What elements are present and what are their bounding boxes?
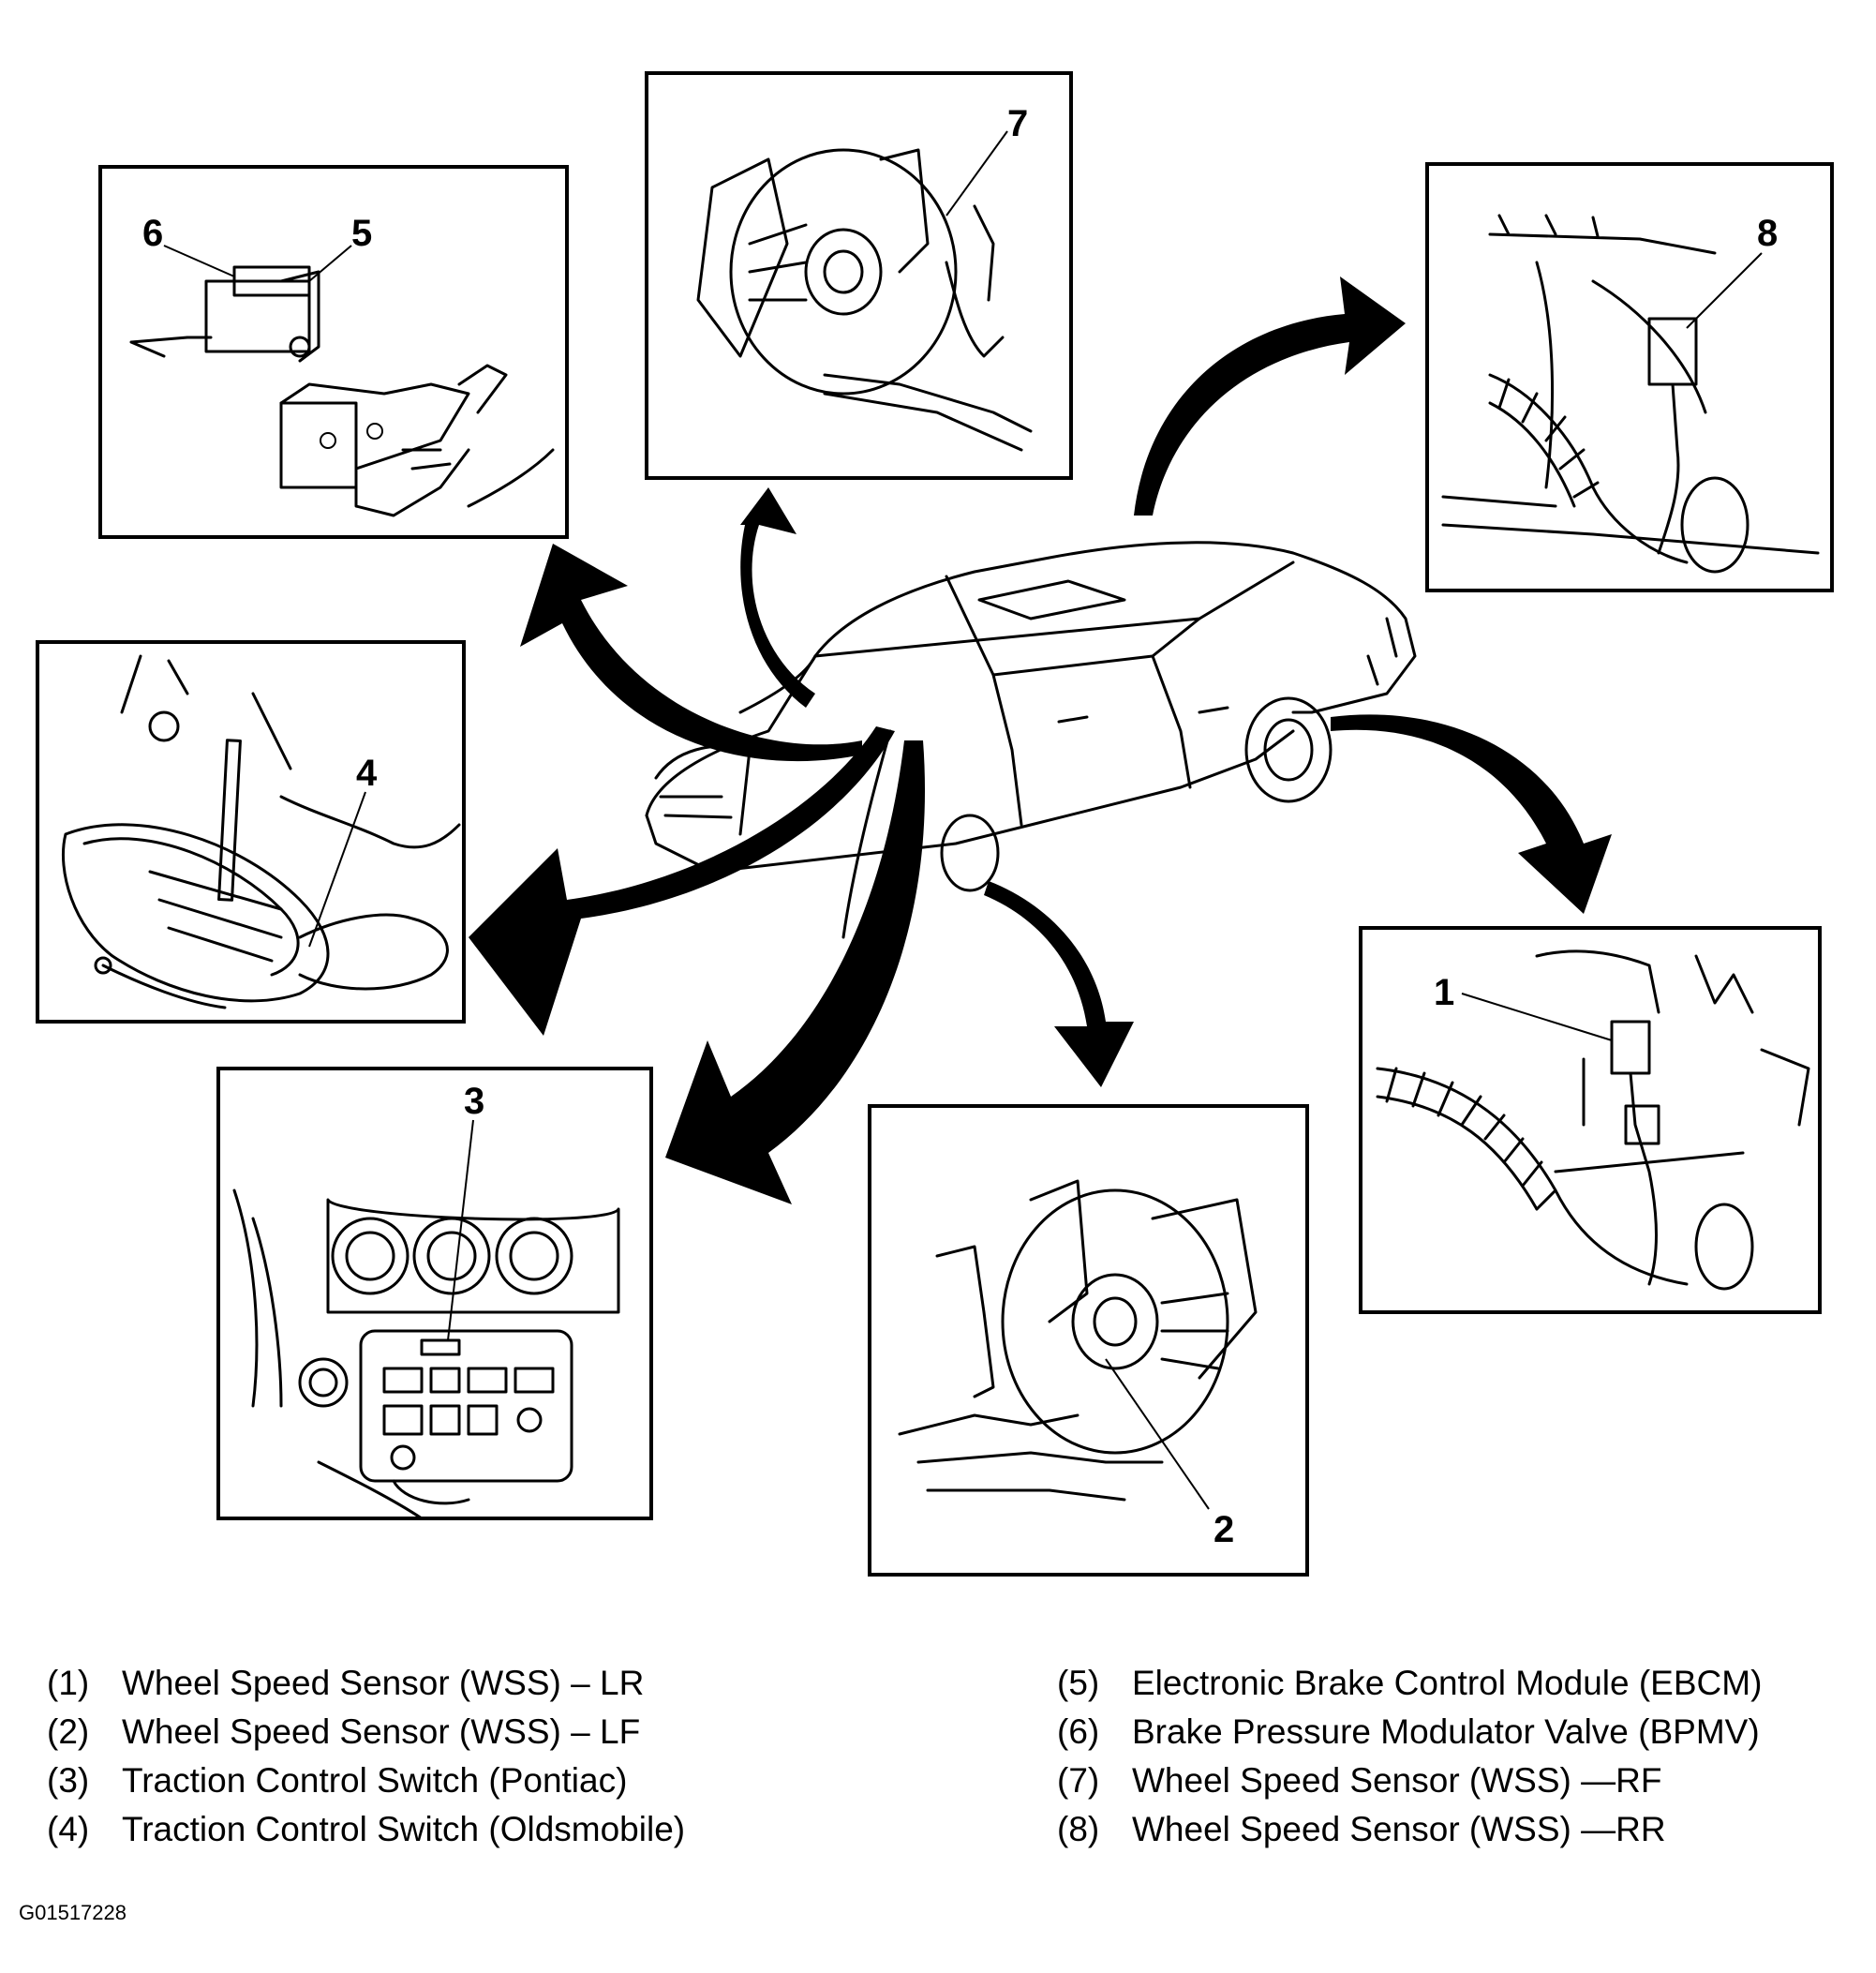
callout-7: 7 — [1007, 103, 1028, 144]
legend-left-column: (1) Wheel Speed Sensor (WSS) – LR (2) Wh… — [47, 1659, 685, 1854]
legend-item-3: (3) Traction Control Switch (Pontiac) — [47, 1756, 685, 1805]
legend-item-4: (4) Traction Control Switch (Oldsmobile) — [47, 1805, 685, 1854]
legend-label: Wheel Speed Sensor (WSS) —RR — [1132, 1810, 1666, 1848]
arrow-to-rr-wss-panel — [1134, 277, 1406, 516]
callout-6: 6 — [142, 213, 163, 254]
callout-4: 4 — [356, 753, 378, 794]
callout-2: 2 — [1213, 1509, 1234, 1550]
panel-tcs-pontiac: 3 — [216, 1067, 653, 1520]
callout-1: 1 — [1434, 972, 1454, 1013]
arrow-to-olds-switch-panel — [469, 726, 895, 1036]
legend-item-6: (6) Brake Pressure Modulator Valve (BPMV… — [1057, 1708, 1762, 1756]
arrow-to-rf-wss-panel — [740, 487, 815, 708]
legend-label: Brake Pressure Modulator Valve (BPMV) — [1132, 1712, 1760, 1751]
callout-3: 3 — [464, 1081, 484, 1122]
legend-label: Electronic Brake Control Module (EBCM) — [1132, 1664, 1763, 1702]
legend-label: Wheel Speed Sensor (WSS) – LR — [122, 1664, 645, 1702]
legend-label: Wheel Speed Sensor (WSS) – LF — [122, 1712, 641, 1751]
panel-tcs-oldsmobile: 4 — [36, 640, 466, 1024]
legend-number: (6) — [1057, 1712, 1100, 1751]
arrow-to-pontiac-switch-panel — [665, 740, 926, 1204]
legend-label: Wheel Speed Sensor (WSS) —RF — [1132, 1761, 1662, 1800]
legend-item-1: (1) Wheel Speed Sensor (WSS) – LR — [47, 1659, 685, 1708]
panel-wss-rf: 7 — [645, 71, 1073, 480]
figure-id: G01517228 — [19, 1901, 127, 1924]
arrow-to-lf-wss-panel — [984, 881, 1134, 1087]
legend-item-5: (5) Electronic Brake Control Module (EBC… — [1057, 1659, 1762, 1708]
legend-item-7: (7) Wheel Speed Sensor (WSS) —RF — [1057, 1756, 1762, 1805]
arrow-to-lr-wss-panel — [1331, 714, 1612, 914]
legend-item-2: (2) Wheel Speed Sensor (WSS) – LF — [47, 1708, 685, 1756]
legend-number: (4) — [47, 1810, 90, 1848]
legend-item-8: (8) Wheel Speed Sensor (WSS) —RR — [1057, 1805, 1762, 1854]
legend-label: Traction Control Switch (Pontiac) — [122, 1761, 628, 1800]
callout-8: 8 — [1757, 213, 1778, 254]
legend-number: (2) — [47, 1712, 90, 1751]
panel-wss-lf: 2 — [868, 1104, 1309, 1577]
component-locator-diagram: .frame { fill: #fff; stroke: #000; strok… — [36, 71, 1834, 1577]
legend-number: (5) — [1057, 1664, 1100, 1702]
panel-wss-rr: 8 — [1425, 162, 1834, 592]
legend-right-column: (5) Electronic Brake Control Module (EBC… — [1057, 1659, 1762, 1854]
legend-number: (7) — [1057, 1761, 1100, 1800]
callout-5: 5 — [351, 213, 372, 254]
panel-ebcm-bpmv: 6 5 — [98, 165, 569, 539]
legend-number: (1) — [47, 1664, 90, 1702]
panel-wss-lr: 1 — [1359, 926, 1822, 1314]
arrow-to-ebcm-panel — [520, 544, 862, 762]
legend-number: (3) — [47, 1761, 90, 1800]
pointer-arrows — [469, 277, 1612, 1204]
legend-number: (8) — [1057, 1810, 1100, 1848]
legend-label: Traction Control Switch (Oldsmobile) — [122, 1810, 686, 1848]
